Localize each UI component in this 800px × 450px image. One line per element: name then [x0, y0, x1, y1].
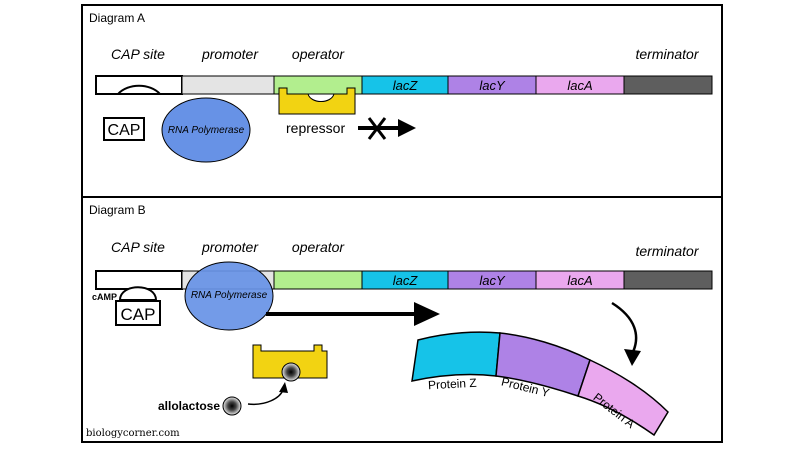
- cap-site-label: CAP site: [111, 46, 165, 62]
- rna-polymerase-label-b: RNA Polymerase: [191, 290, 268, 301]
- cap-label: CAP: [108, 122, 141, 139]
- cap-site-notch: [117, 84, 161, 95]
- gene-laca-label: lacA: [567, 78, 592, 93]
- allolactose-binding-arrow: [247, 382, 288, 406]
- operator-label-b: operator: [292, 239, 345, 255]
- camp-label: cAMP: [92, 292, 117, 302]
- gene-lacy-label: lacY: [479, 78, 506, 93]
- cap-protein-b: [115, 300, 161, 326]
- cap-protein: [103, 117, 145, 141]
- allolactose-molecule: [222, 396, 242, 416]
- terminator-segment: [623, 75, 713, 95]
- promoter-segment: [181, 75, 275, 95]
- rna-polymerase: [161, 97, 251, 163]
- blocked-transcription-arrow: [358, 117, 416, 140]
- repressor-label: repressor: [286, 120, 345, 136]
- protein-chain: [411, 331, 669, 437]
- protein-z-label: Protein Z: [428, 376, 477, 393]
- bound-allolactose: [281, 362, 301, 382]
- dna-strand-a: [95, 75, 713, 95]
- panel-b-frame: [81, 196, 723, 443]
- protein-a-shape: [577, 358, 669, 437]
- operator-label: operator: [292, 46, 345, 62]
- rna-polymerase-b: [184, 261, 274, 331]
- gene-lacz-label-b: lacZ: [393, 273, 419, 288]
- translation-curved-arrow: [611, 301, 641, 366]
- rna-polymerase-label: RNA Polymerase: [168, 125, 245, 136]
- gene-lacy-label-b: lacY: [479, 273, 506, 288]
- credit-text: biologycorner.com: [86, 428, 180, 439]
- gene-laca-label-b: lacA: [567, 273, 592, 288]
- transcription-arrow: [266, 302, 440, 326]
- promoter-label-b: promoter: [201, 239, 259, 255]
- cap-site-label-b: CAP site: [111, 239, 165, 255]
- allolactose-label: allolactose: [158, 399, 220, 413]
- terminator-segment-b: [623, 270, 713, 290]
- cap-label-b: CAP: [121, 305, 156, 324]
- panel-a-title: Diagram A: [89, 11, 145, 25]
- terminator-label-b: terminator: [635, 243, 699, 259]
- repressor-inactive: [252, 344, 328, 379]
- protein-z-shape: [411, 331, 501, 382]
- panel-b-title: Diagram B: [89, 203, 146, 217]
- promoter-label: promoter: [201, 46, 259, 62]
- panel-a-frame: [81, 4, 723, 198]
- camp-molecule: [118, 286, 158, 301]
- terminator-label: terminator: [635, 46, 699, 62]
- gene-lacz-label: lacZ: [393, 78, 419, 93]
- operator-segment-b: [273, 270, 363, 290]
- repressor-protein: [278, 87, 356, 115]
